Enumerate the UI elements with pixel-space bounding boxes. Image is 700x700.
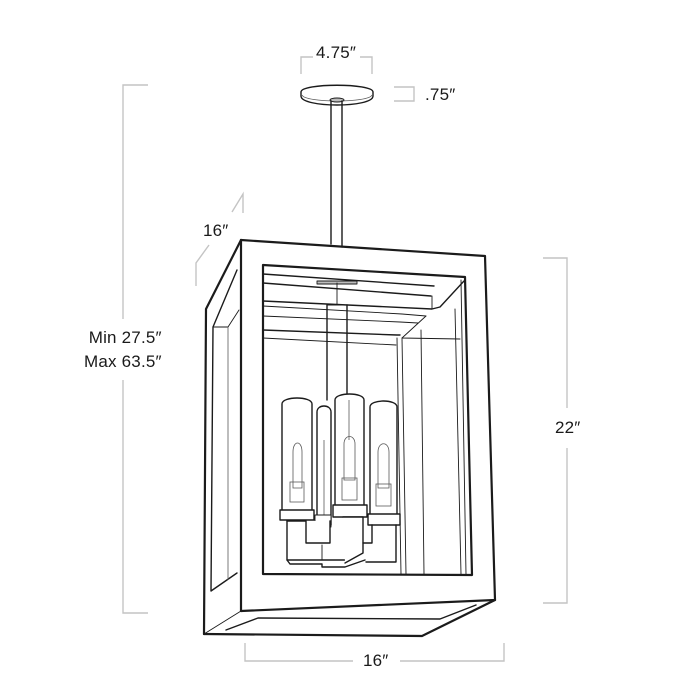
- candle-right: [367, 400, 401, 526]
- cluster-arms: [286, 516, 397, 568]
- depth-label: 16″: [203, 221, 229, 240]
- canopy-height-dim: [394, 86, 415, 102]
- candle-center: [332, 393, 368, 518]
- candle-left: [279, 397, 315, 521]
- body-height-dim-bottom: [543, 448, 568, 604]
- downrod: [330, 100, 343, 248]
- overall-height-dim-bottom: [122, 380, 148, 614]
- body-height-label: 22″: [555, 418, 581, 437]
- canopy-width-label: 4.75″: [316, 43, 357, 62]
- depth-dim-bottom: [195, 244, 210, 286]
- overall-height-dim-top: [122, 84, 148, 319]
- canopy-width-dim-left: [300, 56, 313, 74]
- candle-sleeves: [279, 393, 401, 528]
- width-label: 16″: [363, 651, 389, 670]
- depth-dim-top: [231, 191, 244, 213]
- canopy-height-label: .75″: [425, 85, 456, 104]
- canopy-width-dim-right: [360, 56, 373, 74]
- width-dim-left: [244, 643, 353, 662]
- body-height-dim-top: [543, 257, 568, 408]
- overall-height-min: Min 27.5″: [88, 328, 162, 347]
- dimension-lines: [122, 56, 568, 662]
- overall-height-label: Min 27.5″ Max 63.5″: [84, 326, 162, 374]
- overall-height-max: Max 63.5″: [84, 352, 162, 371]
- canopy: [300, 84, 374, 106]
- width-dim-right: [400, 643, 505, 662]
- lantern-frame: [202, 238, 497, 638]
- candle-back-left: [314, 405, 332, 528]
